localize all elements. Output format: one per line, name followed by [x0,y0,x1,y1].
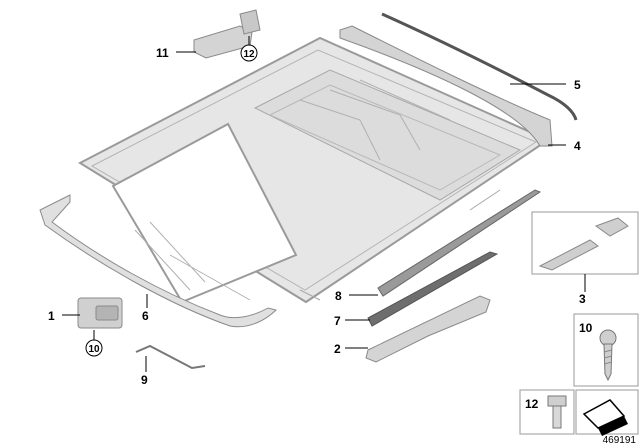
bracket-part [538,217,629,271]
mechanism-part [365,295,491,363]
rear-trim-part [39,194,277,328]
document-number: 469191 [603,435,637,446]
callout-3: 3 [579,292,586,306]
wind-deflector-part [339,25,553,147]
circled-ref-10-text: 10 [88,344,100,355]
top-bracket-part [193,9,261,59]
circled-ref-10: 10 [85,339,103,357]
shim-arrow-icon [582,399,628,436]
screw-icon [599,329,617,382]
circled-ref-12: 12 [240,44,258,62]
cable-guide-part [367,251,499,327]
box-10-label: 10 [579,321,593,335]
callout-5: 5 [574,78,581,92]
callout-9: 9 [141,373,148,387]
drain-hose-part [135,344,206,370]
callout-1: 1 [48,309,55,323]
callout-4: 4 [574,139,581,153]
leader-lines [62,36,586,372]
callout-2: 2 [334,342,341,356]
callout-11: 11 [156,46,169,60]
circled-ref-12-text: 12 [243,49,255,60]
box-12-label: 12 [525,397,539,411]
callout-7: 7 [334,314,341,328]
drive-motor-part [77,297,123,329]
bolt-icon [547,395,567,429]
callout-6: 6 [142,309,149,323]
callout-8: 8 [335,289,342,303]
sunroof-frame-drawing [77,36,551,304]
guide-rail-part [377,189,542,297]
